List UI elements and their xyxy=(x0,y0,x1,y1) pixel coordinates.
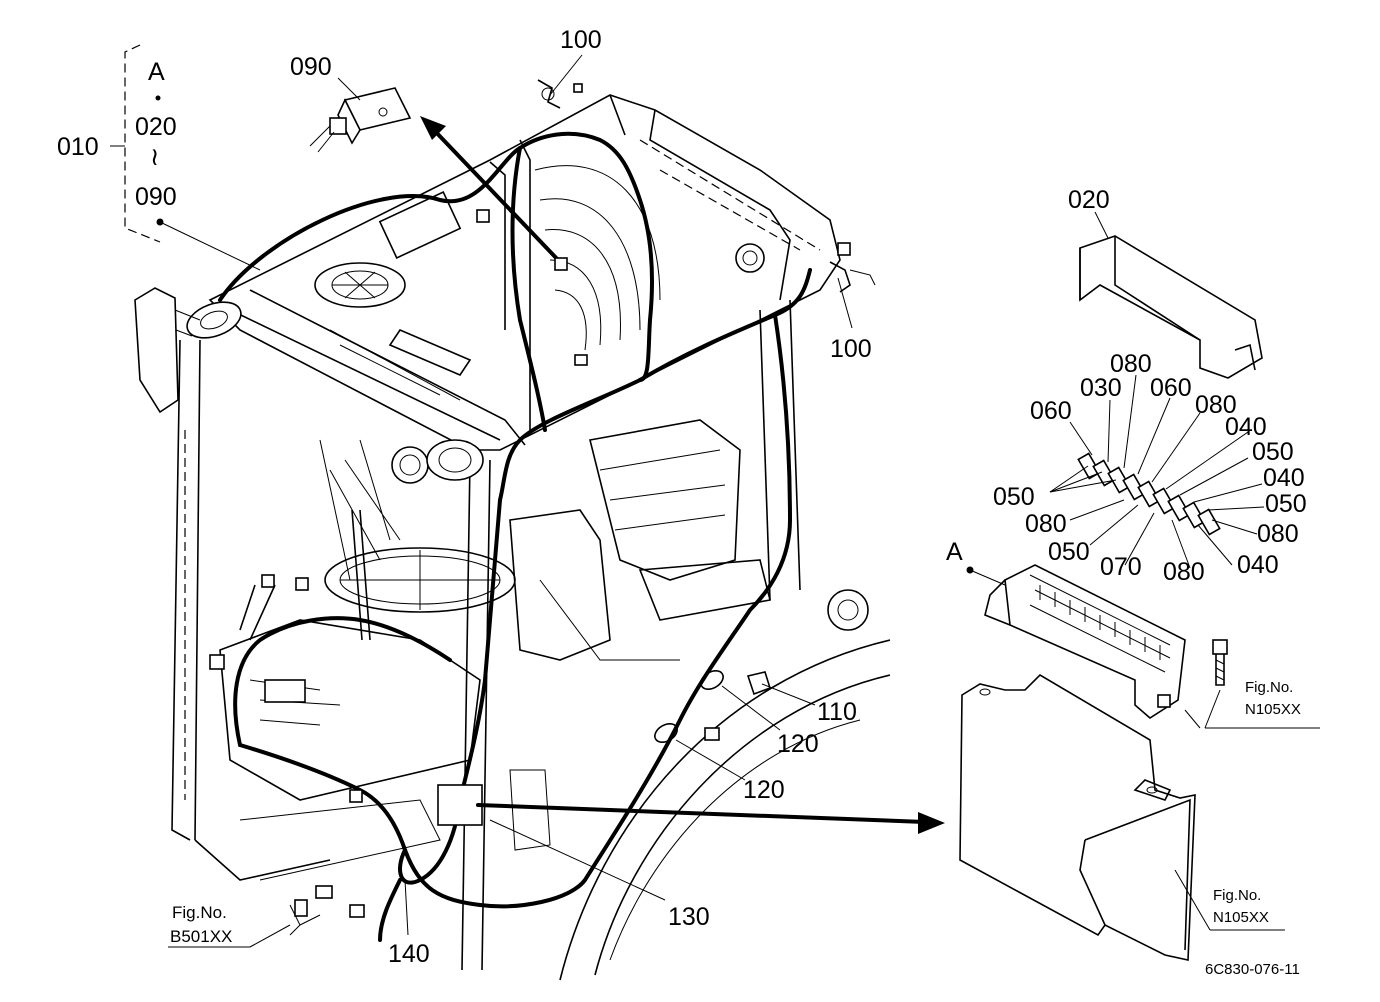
callout-070: 070 xyxy=(1100,553,1142,581)
callout-130: 130 xyxy=(668,903,710,931)
callout-040-b: 040 xyxy=(1263,464,1305,492)
clip-100-top[interactable] xyxy=(537,79,583,109)
relay-090[interactable] xyxy=(309,77,412,153)
callout-050-b: 050 xyxy=(1265,490,1307,518)
callout-140: 140 xyxy=(388,940,430,968)
grommet-120-b[interactable] xyxy=(652,720,681,746)
group-bracket-010 xyxy=(110,44,261,271)
cab-roof xyxy=(134,94,841,451)
fig-label-b501: Fig.No. xyxy=(172,903,227,922)
callout-050-c: 050 xyxy=(1048,538,1090,566)
callout-040-c: 040 xyxy=(1237,551,1279,579)
bolt xyxy=(1212,639,1228,686)
fig-number-n105-2[interactable]: N105XX xyxy=(1213,909,1269,926)
callout-010: 010 xyxy=(57,133,99,161)
fig-number-b501[interactable]: B501XX xyxy=(170,927,232,946)
callout-110: 110 xyxy=(817,698,857,726)
bracket-plate xyxy=(959,673,1196,961)
drawing-code: 6C830-076-11 xyxy=(1205,961,1300,978)
callout-120-a: 120 xyxy=(777,730,819,758)
fig-label-n105-2: Fig.No. xyxy=(1213,887,1261,904)
fig-label-n105-1: Fig.No. xyxy=(1245,679,1293,696)
callout-090: 090 xyxy=(290,53,332,81)
callout-020-top: 020 xyxy=(135,113,177,141)
callout-080-c: 080 xyxy=(1025,510,1067,538)
callout-060-a: 060 xyxy=(1030,397,1072,425)
arrow-to-090 xyxy=(430,126,562,264)
grommet-120-a[interactable] xyxy=(698,667,727,693)
clamp-110[interactable] xyxy=(746,671,771,696)
callout-060-b: 060 xyxy=(1150,374,1192,402)
arrow-head-fuse xyxy=(918,812,945,834)
callout-080-a: 080 xyxy=(1110,350,1152,378)
callout-a-right: A xyxy=(946,538,963,566)
fuse-cover-020[interactable] xyxy=(1079,235,1263,379)
dashboard xyxy=(219,439,516,881)
callout-080-d: 080 xyxy=(1257,520,1299,548)
callout-080-b: 080 xyxy=(1195,391,1237,419)
callout-tilde: ≀ xyxy=(150,143,159,171)
fuse-row[interactable] xyxy=(1077,452,1221,536)
arrow-head-090 xyxy=(420,116,446,140)
rear-fender xyxy=(559,589,891,981)
callout-100-top: 100 xyxy=(560,26,602,54)
callout-040-a: 040 xyxy=(1225,413,1267,441)
fuse-box-mount-130[interactable] xyxy=(437,769,551,851)
fuse-box-a[interactable] xyxy=(984,564,1186,719)
connector-b501 xyxy=(289,899,321,936)
callout-a-top: A xyxy=(148,58,165,86)
callout-050-left: 050 xyxy=(993,483,1035,511)
callout-100-right: 100 xyxy=(830,335,872,363)
callout-050-a: 050 xyxy=(1252,438,1294,466)
arrow-to-fuse-detail xyxy=(476,803,927,824)
callout-080-e: 080 xyxy=(1163,558,1205,586)
callout-120-b: 120 xyxy=(743,776,785,804)
callout-020: 020 xyxy=(1068,186,1110,214)
callout-090-left: 090 xyxy=(135,183,177,211)
cab-pillars xyxy=(171,299,801,971)
clip-100-right[interactable] xyxy=(829,261,876,293)
operator-seat xyxy=(509,419,771,661)
wire-harness[interactable] xyxy=(209,131,851,942)
fig-number-n105-1[interactable]: N105XX xyxy=(1245,701,1301,718)
fuse-leaders xyxy=(1049,374,1265,569)
callout-030: 030 xyxy=(1080,374,1122,402)
